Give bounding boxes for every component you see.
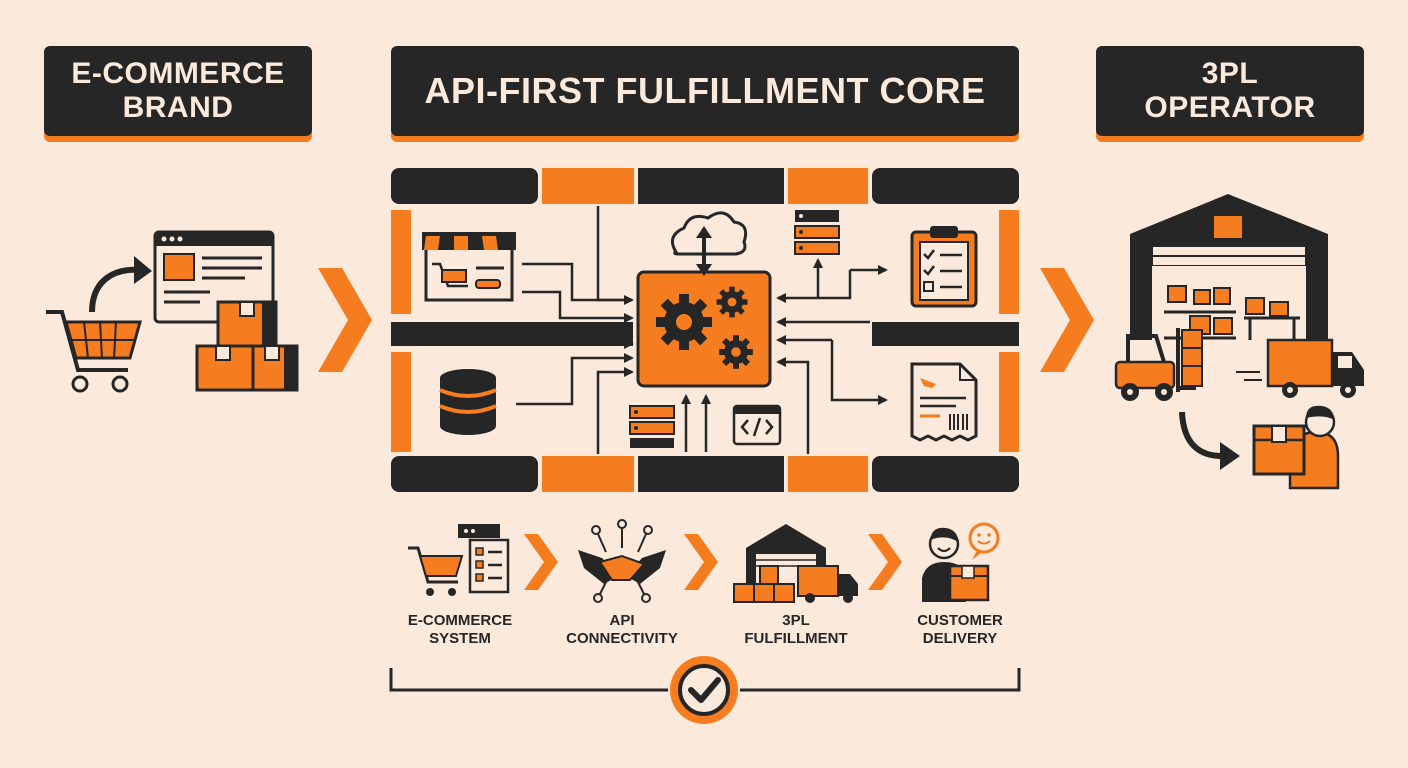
step-label-api-connectivity: API CONNECTIVITY [566, 612, 678, 647]
chevron-right-icon [524, 534, 558, 590]
operator-title-box: 3PL OPERATOR [1096, 46, 1364, 136]
storefront-icon [422, 232, 516, 302]
curved-arrow-icon [89, 266, 141, 313]
shipping-label-icon [910, 362, 978, 442]
core-title-box: API-FIRST FULFILLMENT CORE [391, 46, 1019, 136]
handshake-icon [578, 519, 666, 603]
chevron-right-icon [1040, 268, 1094, 372]
summary-bracket [389, 668, 668, 692]
chevron-right-icon [868, 534, 902, 590]
ecommerce-brand-illustration [46, 230, 299, 393]
clipboard-checklist-icon [910, 226, 978, 308]
server-rack-icon [794, 210, 840, 255]
warehouse-illustration [1130, 194, 1328, 340]
cart-checklist-icon [408, 524, 510, 596]
brand-title-box: E-COMMERCE BRAND [44, 46, 312, 136]
data-flow-arrows [516, 206, 888, 454]
brand-title: E-COMMERCE BRAND [71, 57, 285, 124]
package-stack-icon [195, 300, 299, 392]
code-window-icon [732, 404, 782, 446]
delivery-truck-icon [1236, 338, 1364, 398]
browser-window-icon [153, 230, 275, 324]
checkmark-icon [670, 656, 738, 724]
step-label-customer-delivery: CUSTOMER DELIVERY [917, 612, 1003, 647]
delivery-person-icon [1252, 405, 1340, 490]
curved-arrow-icon [1179, 411, 1227, 460]
chevron-right-icon [318, 268, 372, 372]
cloud-sync-icon [670, 211, 748, 276]
summary-bracket [740, 668, 1021, 692]
chevron-right-icon [684, 534, 718, 590]
step-label-ecommerce-system: E-COMMERCE SYSTEM [407, 612, 513, 647]
core-title: API-FIRST FULFILLMENT CORE [424, 70, 986, 111]
step-label-3pl-fulfillment: 3PL FULFILLMENT [744, 612, 848, 647]
fulfillment-engine-icon [636, 270, 772, 388]
database-icon [439, 369, 497, 435]
forklift-icon [1114, 328, 1203, 401]
warehouse-truck-icon [733, 524, 858, 603]
shopping-cart-icon [46, 310, 142, 393]
server-rack-icon [629, 405, 675, 448]
customer-package-icon [922, 522, 1000, 602]
operator-title: 3PL OPERATOR [1144, 57, 1316, 124]
